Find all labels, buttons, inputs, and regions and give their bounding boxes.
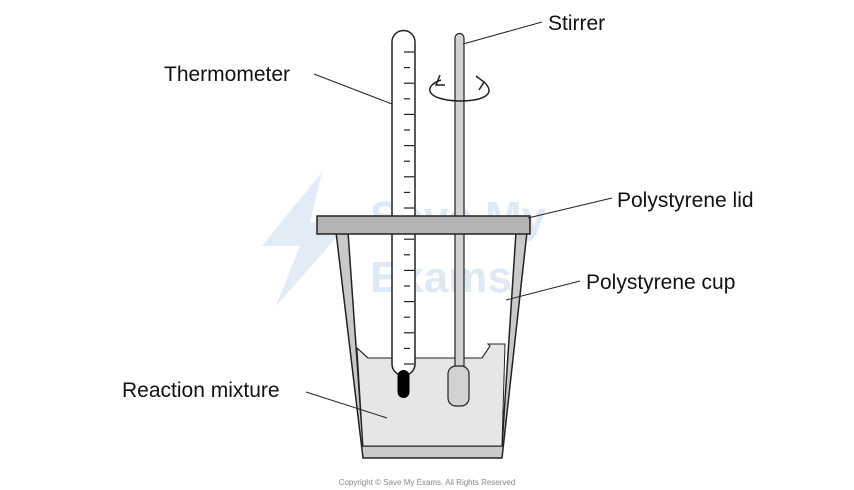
copyright-notice: Copyright © Save My Exams. All Rights Re…: [339, 478, 516, 487]
mixture-surface: [356, 345, 491, 359]
thermometer: [391, 29, 416, 398]
stirrer-paddle: [447, 365, 470, 407]
stirrer-leader: [462, 21, 543, 45]
mixture-leader: [305, 391, 388, 419]
thermometer-leader: [313, 73, 393, 105]
watermark-bolt-icon: [262, 172, 350, 306]
cup-leader: [505, 280, 581, 301]
thermometer-body: [391, 29, 416, 377]
lid-leader: [527, 197, 613, 219]
thermometer-scale: [404, 51, 414, 365]
polystyrene-lid: [316, 215, 531, 235]
thermometer-bulb: [397, 370, 410, 398]
reaction-mixture: [356, 343, 506, 447]
stirrer-rod: [454, 32, 465, 369]
mixture-label: Reaction mixture: [122, 379, 280, 402]
lid-label: Polystyrene lid: [617, 189, 754, 212]
stirrer-label: Stirrer: [548, 12, 605, 35]
stirrer: [429, 32, 490, 407]
cup-label: Polystyrene cup: [586, 271, 735, 294]
thermometer-label: Thermometer: [164, 63, 290, 86]
rotation-arrow-icon: [429, 74, 490, 102]
